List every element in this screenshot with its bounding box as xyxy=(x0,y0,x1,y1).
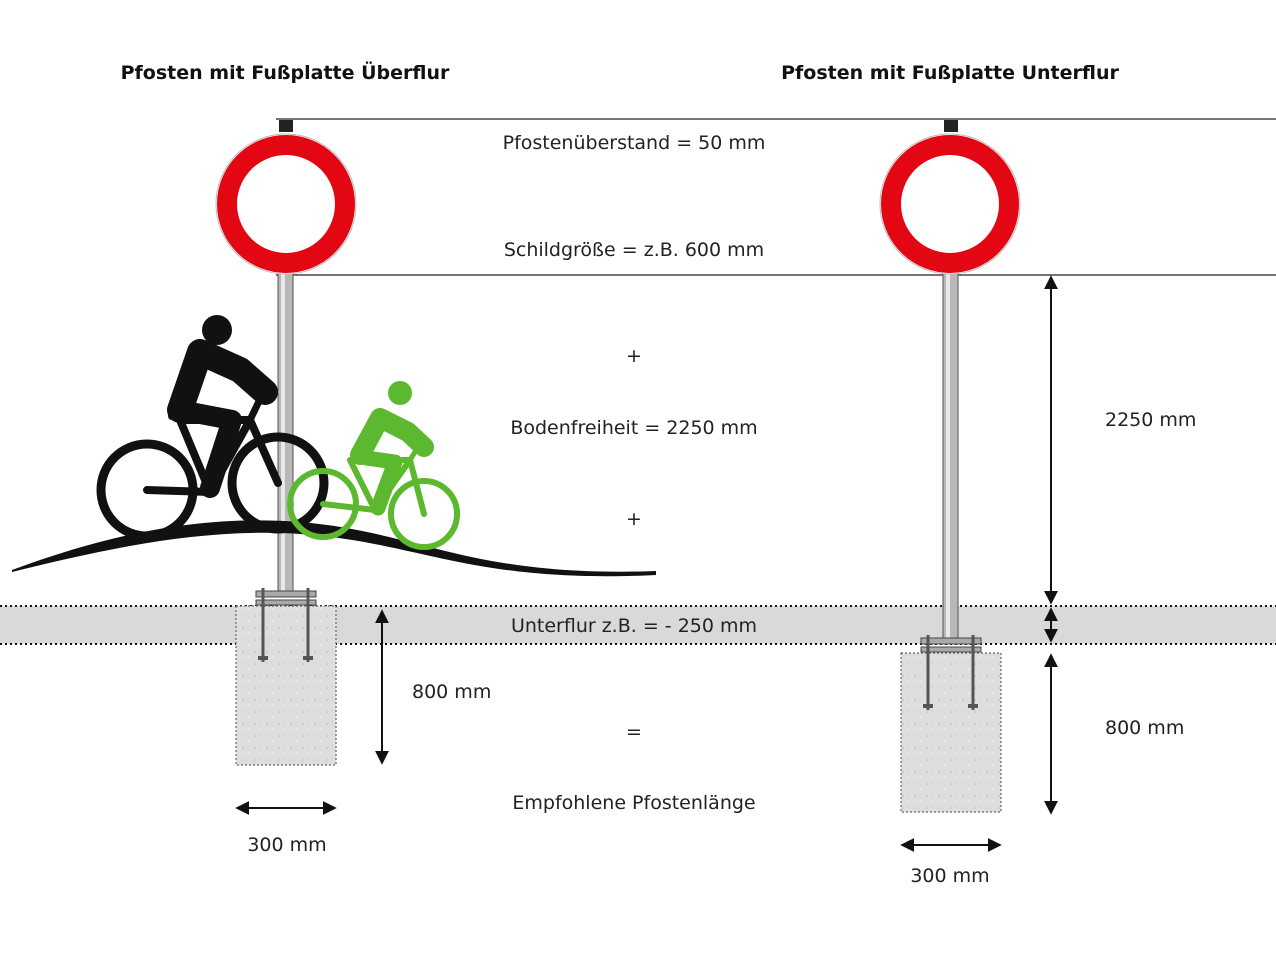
label-ground-clearance: Bodenfreiheit = 2250 mm xyxy=(510,417,757,439)
right-foundation xyxy=(900,652,1002,813)
hill-silhouette xyxy=(12,520,656,577)
right-clearance-label: 2250 mm xyxy=(1105,409,1196,431)
right-sign-ring xyxy=(881,135,1019,273)
label-plus-2: + xyxy=(626,508,642,530)
ground-band xyxy=(0,606,1276,644)
left-sign-ring xyxy=(217,135,355,273)
title-left: Pfosten mit Fußplatte Überflur xyxy=(121,60,450,84)
left-base-plate xyxy=(255,590,317,598)
black-cyclist-icon xyxy=(96,315,329,541)
right-post-cap xyxy=(944,120,958,132)
left-foundation xyxy=(235,605,337,766)
right-width-label: 300 mm xyxy=(910,865,989,887)
label-underfloor: Unterflur z.B. = - 250 mm xyxy=(511,615,757,637)
label-sign-size: Schildgröße = z.B. 600 mm xyxy=(504,239,764,261)
title-right: Pfosten mit Fußplatte Unterflur xyxy=(781,62,1119,84)
right-post xyxy=(942,271,959,643)
label-plus-1: + xyxy=(626,345,642,367)
left-depth-label: 800 mm xyxy=(412,681,491,703)
right-base-plate xyxy=(920,637,982,645)
left-post-cap xyxy=(279,120,293,132)
label-post-overhang: Pfostenüberstand = 50 mm xyxy=(503,132,766,154)
left-width-label: 300 mm xyxy=(247,834,326,856)
green-cyclist-icon xyxy=(287,381,460,550)
right-post-assembly xyxy=(879,120,1021,813)
right-depth-label: 800 mm xyxy=(1105,717,1184,739)
label-recommended-length: Empfohlene Pfostenlänge xyxy=(512,792,755,814)
label-equals: = xyxy=(626,721,642,743)
